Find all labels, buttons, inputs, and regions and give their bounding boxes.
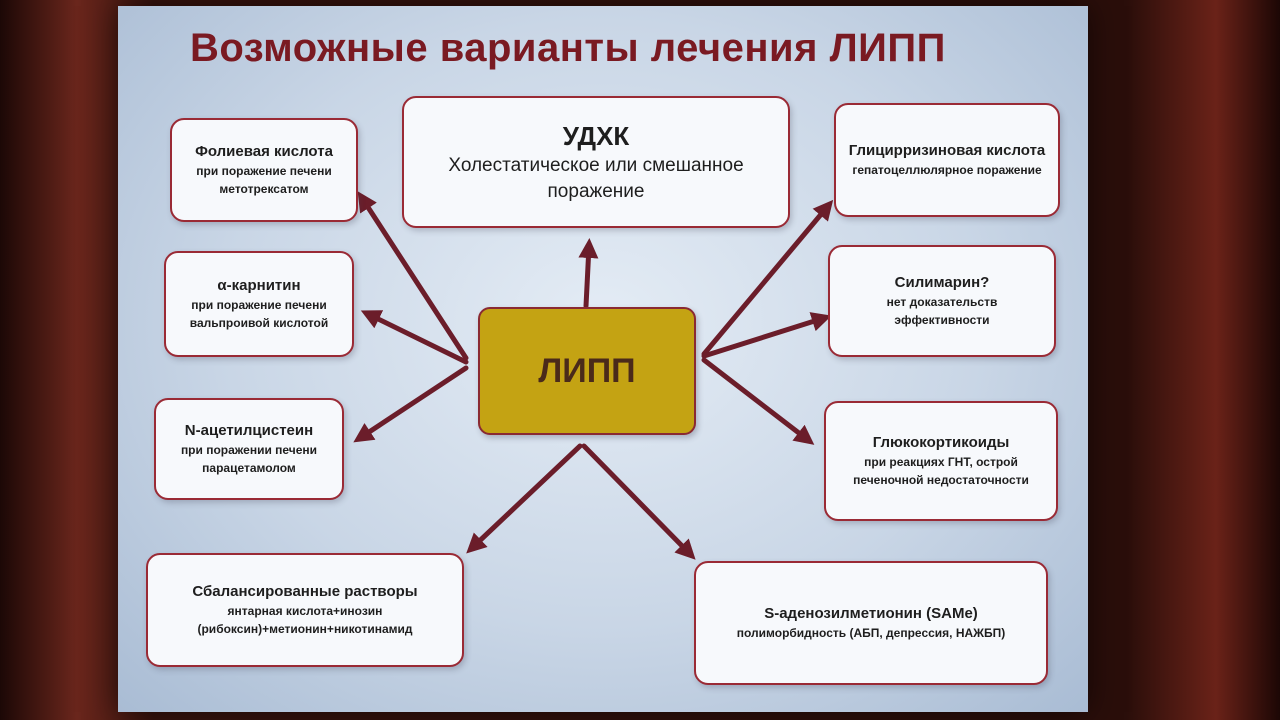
box-same: S-аденозилметионин (SAMe) полиморбидност… [694, 561, 1048, 685]
box-silymarin: Силимарин? нет доказательств эффективнос… [828, 245, 1056, 357]
slide-title: Возможные варианты лечения ЛИПП [190, 26, 946, 70]
box-carnitine-note: при поражение печени вальпроивой кислото… [189, 298, 329, 330]
box-glucocorticoids: Глюкокортикоиды при реакциях ГНТ, острой… [824, 401, 1058, 521]
box-carnitine: α-карнитин при поражение печени вальпрои… [164, 251, 354, 357]
box-glucocorticoids-note: при реакциях ГНТ, острой печеночной недо… [853, 455, 1029, 487]
arrow-to-folic [357, 191, 469, 361]
box-udhk-name: УДХК [562, 121, 630, 151]
arrow-to-balanced [466, 443, 583, 554]
box-glycyrrhizin-note: гепатоцеллюлярное поражение [852, 163, 1042, 177]
box-acetylcysteine-note: при поражении печени парацетамолом [180, 443, 318, 475]
box-balanced-solutions-name: Сбалансированные растворы [192, 583, 418, 600]
arrow-to-glycyrrhizin [701, 199, 834, 357]
box-folic-acid: Фолиевая кислота при поражение печени ме… [170, 118, 358, 222]
box-same-note: полиморбидность (АБП, депрессия, НАЖБП) [736, 626, 1006, 640]
box-silymarin-name: Силимарин? [894, 274, 990, 291]
arrow-to-glucocorticoids [701, 357, 815, 445]
arrow-to-same [581, 443, 696, 560]
box-glycyrrhizin-name: Глицирризиновая кислота [848, 142, 1046, 159]
arrow-to-acetylcysteine [353, 365, 469, 443]
box-glucocorticoids-name: Глюкокортикоиды [872, 434, 1010, 451]
arrow-to-udhk [578, 238, 599, 309]
box-acetylcysteine: N-ацетилцистеин при поражении печени пар… [154, 398, 344, 500]
box-same-name: S-аденозилметионин (SAMe) [764, 605, 978, 622]
box-folic-acid-name: Фолиевая кислота [195, 143, 333, 160]
box-balanced-solutions-note: янтарная кислота+инозин (рибоксин)+метио… [197, 604, 413, 636]
box-balanced-solutions: Сбалансированные растворы янтарная кисло… [146, 553, 464, 667]
box-udhk-note: Холестатическое или смешанное поражение [448, 155, 744, 202]
box-folic-acid-note: при поражение печени метотрексатом [196, 164, 332, 196]
center-node-lipp: ЛИПП [478, 307, 696, 435]
arrow-to-silymarin [701, 312, 832, 359]
arrow-to-carnitine [360, 310, 469, 365]
box-silymarin-note: нет доказательств эффективности [886, 295, 998, 327]
box-udhk: УДХК Холестатическое или смешанное пораж… [402, 96, 790, 228]
box-acetylcysteine-name: N-ацетилцистеин [184, 422, 314, 439]
box-glycyrrhizin: Глицирризиновая кислота гепатоцеллюлярно… [834, 103, 1060, 217]
box-carnitine-name: α-карнитин [217, 277, 301, 294]
